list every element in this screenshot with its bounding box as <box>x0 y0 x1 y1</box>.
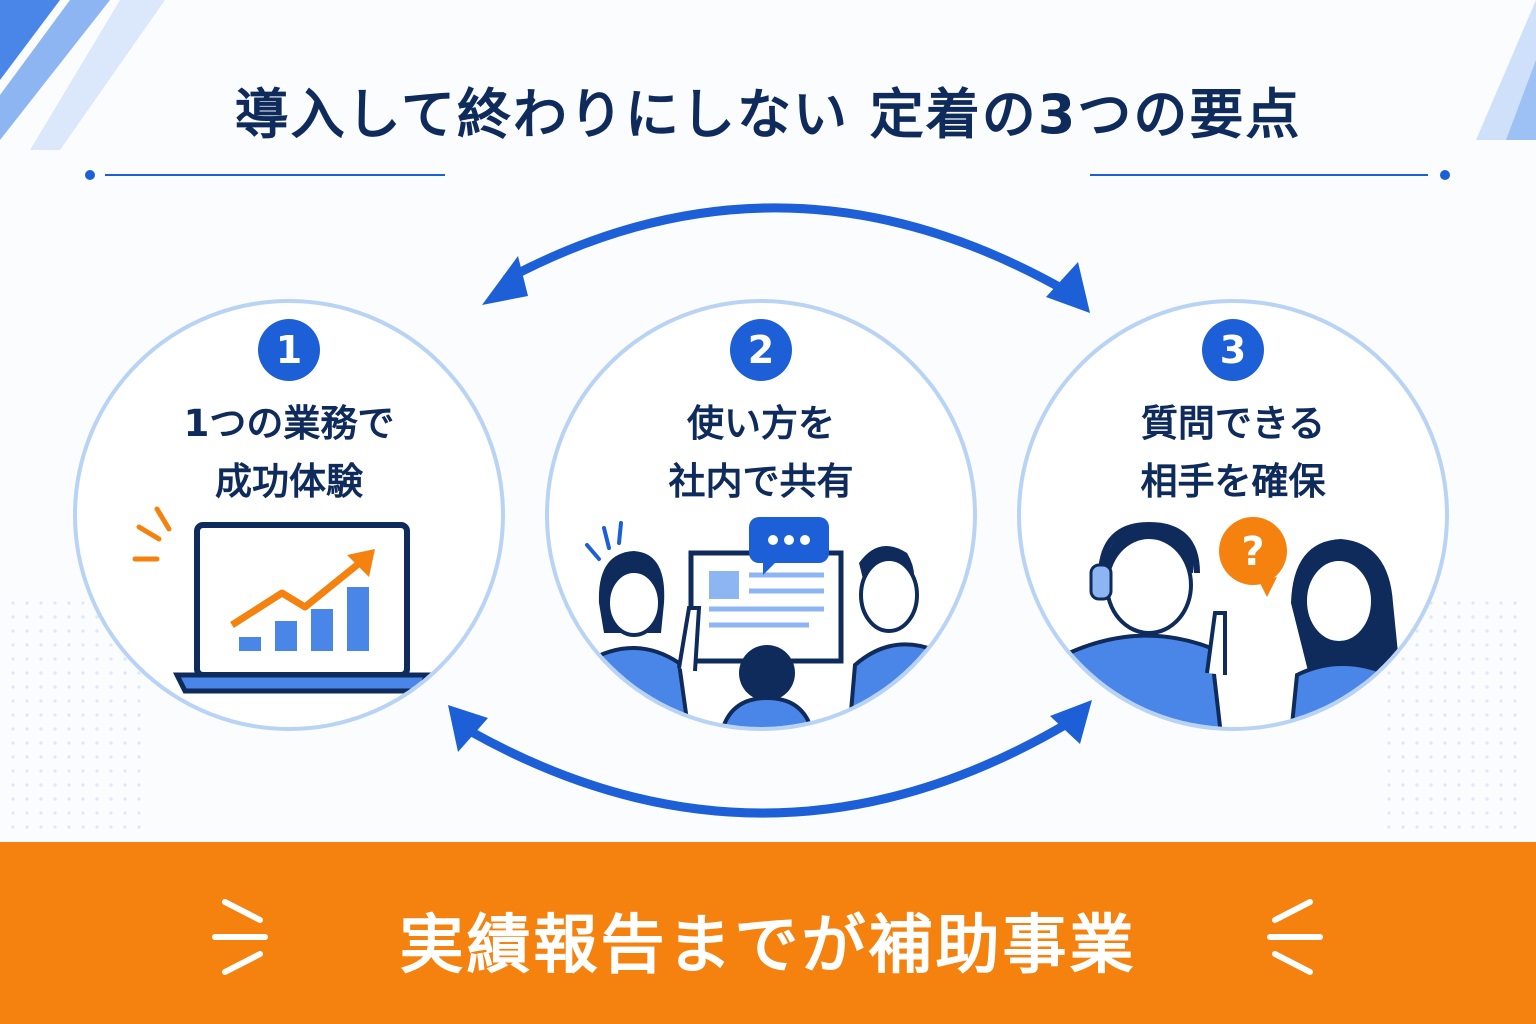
step-title-line1: 質問できる <box>1140 402 1326 445</box>
page-title: 導入して終わりにしない 定着の3つの要点 <box>234 83 1302 146</box>
laptop-growth-chart-icon <box>132 506 432 694</box>
step-number-badge: 3 <box>1202 319 1264 381</box>
footer-banner: 実績報告までが補助事業 <box>0 842 1536 1024</box>
step-title-line2: 社内で共有 <box>668 460 854 503</box>
sparkle-right-icon <box>1267 899 1323 975</box>
step-card-2: 2 使い方を 社内で共有 <box>545 299 977 731</box>
step-number-badge: 1 <box>258 319 320 381</box>
step-title: 質問できる 相手を確保 <box>1021 395 1445 511</box>
corner-decoration-left <box>0 0 165 150</box>
svg-text:?: ? <box>1241 529 1264 575</box>
step-title-line1: 使い方を <box>687 402 835 445</box>
step-title-line1: 1つの業務で <box>183 402 395 445</box>
sparkle-left-icon <box>212 899 268 975</box>
step-card-1: 1 1つの業務で 成功体験 <box>73 299 505 731</box>
team-sharing-screen-icon <box>577 517 951 727</box>
step-title: 1つの業務で 成功体験 <box>77 395 501 511</box>
support-headset-question-icon: ? <box>1059 517 1402 727</box>
title-divider <box>85 170 1450 180</box>
step-title-line2: 成功体験 <box>215 460 363 503</box>
step-title: 使い方を 社内で共有 <box>549 395 973 511</box>
step-title-line2: 相手を確保 <box>1140 460 1326 503</box>
step-card-3: 3 質問できる 相手を確保 ? <box>1017 299 1449 731</box>
corner-decoration-right <box>1476 0 1536 140</box>
step-number-badge: 2 <box>730 319 792 381</box>
footer-message: 実績報告までが補助事業 <box>399 909 1137 983</box>
